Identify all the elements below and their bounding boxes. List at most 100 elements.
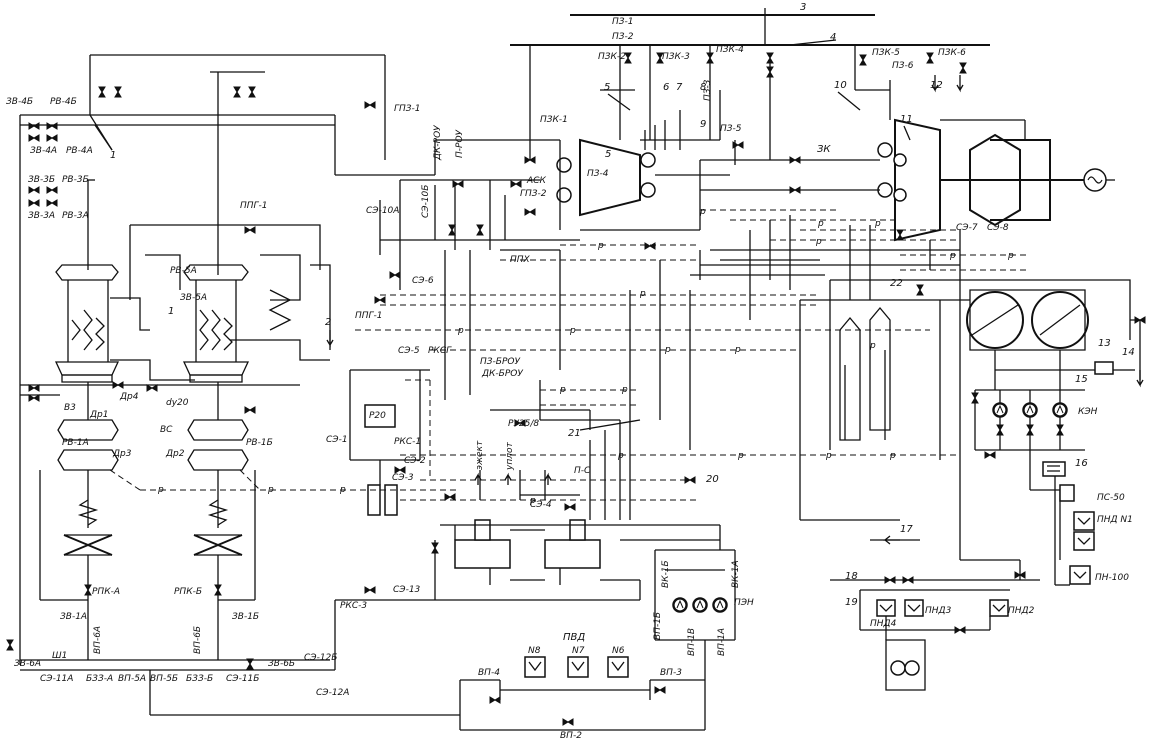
valve-pnd-drain [954, 626, 966, 634]
callout-1b: 1 [168, 306, 174, 317]
svg-text:р: р [1007, 251, 1014, 261]
svg-text:р: р [597, 241, 604, 251]
valve-deaer-1 [431, 542, 439, 554]
valve-se3 [444, 493, 456, 501]
label-pz3: ПЗ-3 [703, 79, 713, 101]
label-pz-brou: ПЗ-БРОУ [480, 357, 520, 367]
label-zv6a: ЗВ-6А [14, 659, 41, 669]
label-dr2: Др2 [165, 449, 185, 459]
callout-9: 9 [700, 119, 706, 130]
turbine-hp [556, 138, 730, 231]
valve-pnd4 [884, 576, 896, 584]
label-bzz-b: БЗЗ-Б [186, 674, 213, 684]
valve-gpz1 [364, 101, 376, 109]
label-vp2: ВП-2 [560, 731, 582, 741]
headers [19, 8, 990, 665]
valve-zv4a [28, 134, 40, 142]
callout-4: 4 [830, 32, 836, 43]
label-vp6b: ВП-6Б [193, 626, 203, 654]
label-zv4a: ЗВ-4А [30, 146, 57, 156]
label-se4: СЭ-4 [530, 500, 552, 510]
svg-text:р: р [157, 485, 164, 495]
svg-text:р: р [569, 326, 576, 336]
label-gpz1: ГПЗ-1 [394, 104, 421, 114]
svg-text:р: р [699, 207, 706, 217]
svg-text:р: р [815, 237, 822, 247]
callout-21: 21 [568, 428, 581, 439]
valve-zk-1 [789, 156, 801, 164]
label-vs: ВС [160, 425, 173, 435]
labels: ЗВ-4Б РВ-4Б ЗВ-4А РВ-4А ЗВ-3Б РВ-3Б ЗВ-3… [6, 17, 1133, 741]
valve-ken-3 [996, 424, 1004, 436]
callout-19: 19 [845, 597, 858, 608]
label-ppg1b: ППГ-1 [355, 311, 383, 321]
valve-ken-1 [984, 451, 996, 459]
svg-text:р: р [339, 485, 346, 495]
label-zv3b: ЗВ-3Б [28, 175, 55, 185]
callout-5: 5 [604, 82, 610, 93]
valve-dk-rou [452, 180, 464, 188]
callout-6: 6 [663, 82, 669, 93]
label-dr1: Др1 [89, 410, 108, 420]
boiler-a [54, 264, 120, 660]
callout-2: 2 [325, 317, 331, 328]
label-pzk5: ПЗК-5 [872, 48, 900, 58]
label-ru25: РУ25/8 [508, 419, 539, 429]
valve-gpz2 [524, 208, 536, 216]
label-n7: N7 [572, 646, 585, 656]
svg-text:р: р [825, 451, 832, 461]
valve-ken-4 [1026, 424, 1034, 436]
label-zv3a: ЗВ-3А [28, 211, 55, 221]
valve-pz2 [766, 66, 774, 78]
svg-text:р: р [889, 451, 896, 461]
label-pz2: ПЗ-2 [612, 32, 634, 42]
label-zv5a: ЗВ-5А [180, 293, 207, 303]
label-p20: Р20 [369, 411, 386, 421]
valve-zv6b [246, 658, 254, 670]
svg-text:р: р [734, 345, 741, 355]
label-n8: N8 [528, 646, 541, 656]
label-se2: СЭ-2 [404, 456, 426, 466]
svg-text:р: р [617, 451, 624, 461]
callout-18: 18 [845, 571, 858, 582]
valve-se10 [448, 224, 456, 236]
label-vp6a: ВП-6А [93, 626, 103, 654]
label-zk: ЗК [817, 144, 831, 155]
label-dy20: dy20 [166, 398, 189, 408]
label-vp1v: ВП-1В [687, 628, 697, 656]
label-se12b: СЭ-12Б [304, 653, 337, 663]
valve-pnd3 [902, 576, 914, 584]
label-sh1: Ш1 [52, 651, 67, 661]
callout-10: 10 [834, 80, 847, 91]
impulse-rows [490, 215, 820, 520]
callout-11: 11 [900, 114, 913, 125]
label-dk-brou: ДК-БРОУ [481, 369, 523, 379]
boiler-b [182, 264, 250, 660]
label-pz1: ПЗ-1 [612, 17, 634, 27]
label-vk1b: ВК-1Б [661, 560, 671, 588]
svg-text:р: р [949, 251, 956, 261]
label-se1: СЭ-1 [326, 435, 348, 445]
label-rks3: РКС-3 [340, 601, 367, 611]
callout-13: 13 [1098, 338, 1111, 349]
label-se10b: СЭ-10Б [421, 185, 431, 218]
label-zv4b: ЗВ-4Б [6, 97, 33, 107]
label-zv1b: ЗВ-1Б [232, 612, 259, 622]
label-ps50: ПС-50 [1097, 493, 1125, 503]
label-se5: СЭ-5 [398, 346, 420, 356]
ejectors [349, 369, 431, 516]
valve-zv4b [28, 122, 40, 130]
label-pzk6: ПЗК-6 [938, 48, 966, 58]
valve-ken-2 [971, 392, 979, 404]
valve-12 [959, 62, 967, 74]
valve-top-4 [248, 86, 256, 98]
label-vk1a: ВК-1А [731, 560, 741, 588]
label-pz6: ПЗ-6 [892, 61, 914, 71]
callout-16: 16 [1075, 458, 1088, 469]
label-zv6b: ЗВ-6Б [268, 659, 295, 669]
label-pnd1: ПНД N1 [1097, 515, 1133, 525]
label-pnd2: ПНД2 [1008, 606, 1035, 616]
label-pn100: ПН-100 [1095, 573, 1129, 583]
valve-zk-2 [789, 186, 801, 194]
